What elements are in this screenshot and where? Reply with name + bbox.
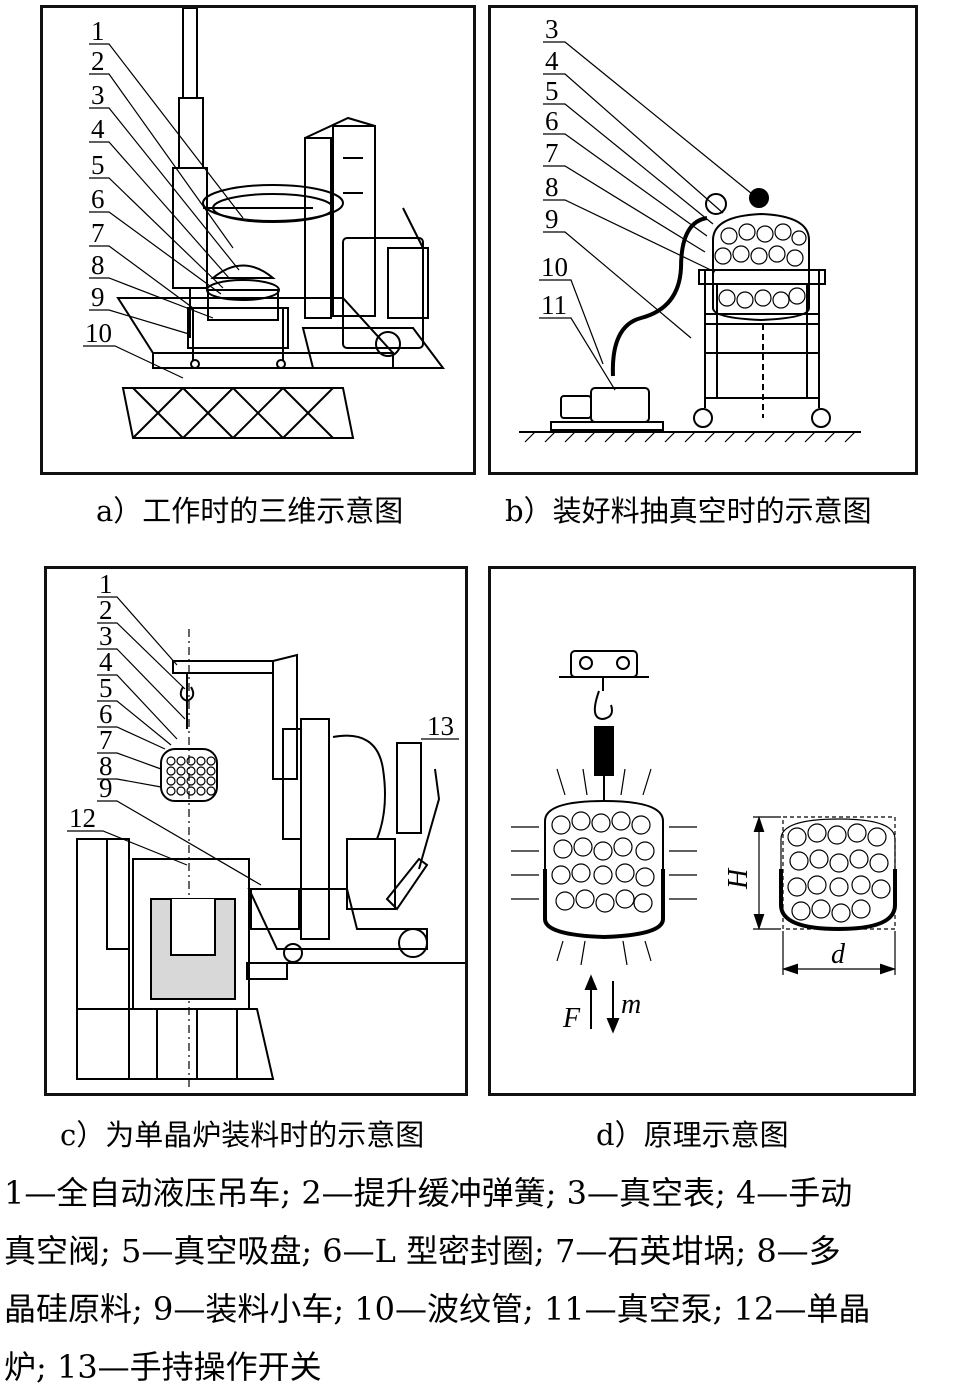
label-a-8: 8 [91, 250, 105, 280]
symbol-d: d [831, 939, 846, 970]
panel-d-drawing: H d F m [511, 650, 897, 1034]
legend-line-4: 炉; 13—手持操作开关 [4, 1348, 322, 1386]
label-a-2: 2 [91, 46, 105, 76]
label-b-4: 4 [545, 46, 559, 76]
panel-c-drawing: 1 2 3 4 5 6 7 8 9 12 13 [67, 569, 465, 1089]
label-a-9: 9 [91, 282, 105, 312]
caption-b: b）装好料抽真空时的示意图 [505, 494, 872, 528]
label-c-5: 5 [99, 673, 113, 703]
panel-c: 1 2 3 4 5 6 7 8 9 12 13 [44, 566, 468, 1096]
label-a-3: 3 [91, 80, 105, 110]
symbol-H: H [723, 867, 754, 890]
panel-b-drawing: 3 4 5 6 7 8 9 10 11 [519, 14, 861, 443]
label-a-4: 4 [91, 114, 105, 144]
label-c-2: 2 [99, 595, 113, 625]
label-c-8: 8 [99, 751, 113, 781]
label-a-10: 10 [85, 318, 112, 348]
label-a-1: 1 [91, 16, 105, 46]
label-a-6: 6 [91, 184, 105, 214]
label-b-11: 11 [541, 290, 567, 320]
caption-a: a）工作时的三维示意图 [96, 494, 404, 528]
label-a-5: 5 [91, 150, 105, 180]
legend-line-2: 真空阀; 5—真空吸盘; 6—L 型密封圈; 7—石英坩埚; 8—多 [4, 1232, 841, 1270]
legend: 1—全自动液压吊车; 2—提升缓冲弹簧; 3—真空表; 4—手动 真空阀; 5—… [4, 1164, 960, 1396]
panel-a: 1 2 3 4 5 6 7 8 9 10 [40, 5, 476, 475]
label-a-7: 7 [91, 218, 105, 248]
symbol-m: m [621, 989, 641, 1020]
label-c-6: 6 [99, 699, 113, 729]
label-b-3: 3 [545, 14, 559, 44]
label-b-6: 6 [545, 106, 559, 136]
caption-c: c）为单晶炉装料时的示意图 [60, 1118, 425, 1152]
label-b-10: 10 [541, 252, 568, 282]
label-b-8: 8 [545, 172, 559, 202]
panel-a-drawing: 1 2 3 4 5 6 7 8 9 10 [83, 8, 445, 439]
label-b-9: 9 [545, 204, 559, 234]
label-c-12: 12 [69, 803, 96, 833]
legend-line-3: 晶硅原料; 9—装料小车; 10—波纹管; 11—真空泵; 12—单晶 [4, 1290, 871, 1328]
label-c-13: 13 [427, 711, 454, 741]
legend-line-1: 1—全自动液压吊车; 2—提升缓冲弹簧; 3—真空表; 4—手动 [4, 1174, 853, 1212]
label-b-7: 7 [545, 138, 559, 168]
label-c-3: 3 [99, 621, 113, 651]
label-c-9: 9 [99, 773, 113, 803]
label-c-4: 4 [99, 647, 113, 677]
caption-d: d）原理示意图 [596, 1118, 789, 1152]
symbol-F: F [562, 1003, 581, 1034]
label-b-5: 5 [545, 76, 559, 106]
panel-d: H d F m [488, 566, 916, 1096]
panel-b: 3 4 5 6 7 8 9 10 11 [488, 5, 918, 475]
label-c-7: 7 [99, 725, 113, 755]
label-c-1: 1 [99, 569, 113, 599]
